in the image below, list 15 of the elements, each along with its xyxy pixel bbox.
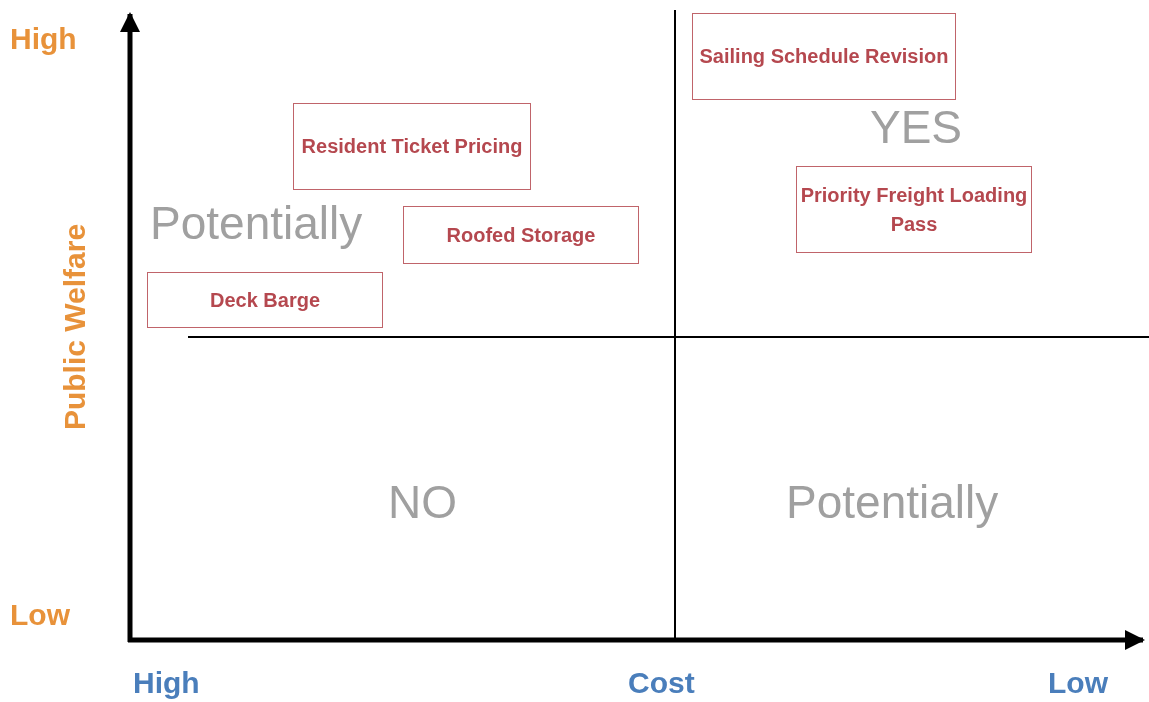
quadrant-label: Potentially	[786, 475, 999, 529]
quadrant-label: Potentially	[150, 196, 363, 250]
item-box: Priority Freight Loading Pass	[796, 166, 1032, 253]
item-box: Roofed Storage	[403, 206, 639, 264]
axis-tick-label: Low	[1048, 666, 1108, 700]
item-box: Resident Ticket Pricing	[293, 103, 531, 190]
axis-title: Public Welfare	[58, 222, 92, 433]
axis-tick-label: High	[10, 22, 77, 56]
axis-title: Cost	[628, 666, 695, 700]
item-box: Deck Barge	[147, 272, 383, 328]
quadrant-label: YES	[870, 100, 963, 154]
axis-tick-label: High	[133, 666, 200, 700]
item-box: Sailing Schedule Revision	[692, 13, 956, 100]
quadrant-label: NO	[388, 475, 457, 529]
axis-tick-label: Low	[10, 598, 70, 632]
